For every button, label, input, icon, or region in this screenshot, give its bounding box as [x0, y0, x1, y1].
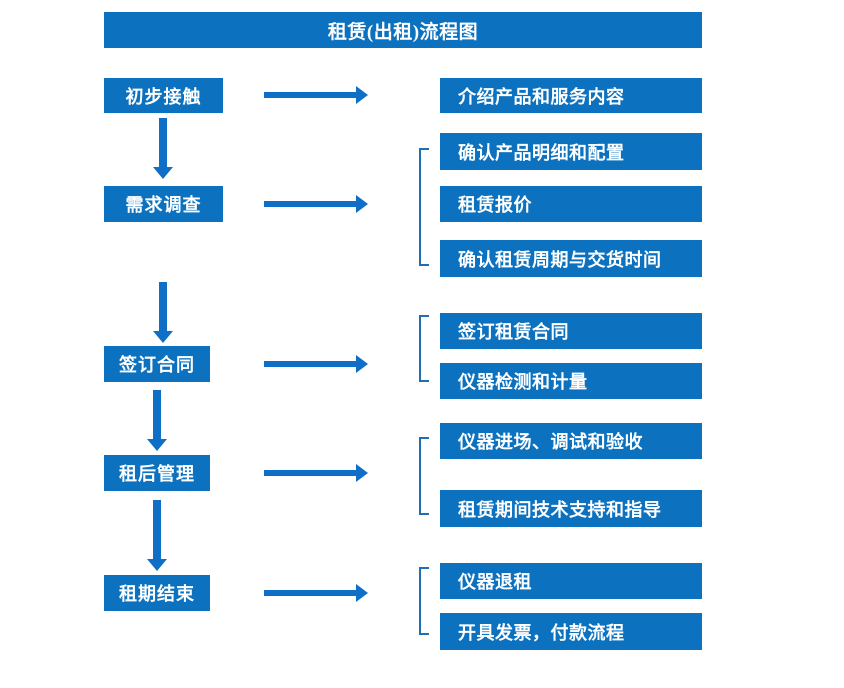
down-arrow-4: [147, 500, 167, 571]
right-arrow-5: [264, 584, 368, 602]
down-arrow-3: [147, 390, 167, 451]
detail-box-开具发票付款流程[interactable]: 开具发票，付款流程: [440, 613, 702, 650]
detail-box-租赁报价[interactable]: 租赁报价: [440, 186, 702, 222]
detail-box-仪器进场调试和验收[interactable]: 仪器进场、调试和验收: [440, 423, 702, 459]
stage-box-需求调查[interactable]: 需求调查: [104, 186, 223, 222]
down-arrow-2: [153, 282, 173, 343]
arrow-head-icon: [153, 167, 173, 179]
detail-box-介绍产品和服务内容[interactable]: 介绍产品和服务内容: [440, 78, 702, 113]
arrow-head-icon: [356, 86, 368, 104]
stage-box-签订合同[interactable]: 签订合同: [104, 346, 210, 382]
arrow-head-icon: [147, 439, 167, 451]
detail-box-确认租赁周期与交货时间[interactable]: 确认租赁周期与交货时间: [440, 240, 702, 277]
arrow-head-icon: [153, 331, 173, 343]
group-bracket-租后管理: [419, 437, 429, 515]
stage-box-租后管理[interactable]: 租后管理: [104, 455, 210, 491]
page-title: 租赁(出租)流程图: [104, 12, 702, 48]
right-arrow-1: [264, 86, 368, 104]
detail-box-仪器退租[interactable]: 仪器退租: [440, 563, 702, 599]
group-bracket-需求调查: [419, 148, 429, 266]
detail-box-签订租赁合同[interactable]: 签订租赁合同: [440, 313, 702, 349]
right-arrow-3: [264, 355, 368, 373]
stage-box-租期结束[interactable]: 租期结束: [104, 575, 210, 611]
detail-box-租赁期间技术支持和指导[interactable]: 租赁期间技术支持和指导: [440, 490, 702, 527]
down-arrow-1: [153, 118, 173, 179]
arrow-head-icon: [147, 559, 167, 571]
stage-box-初步接触[interactable]: 初步接触: [104, 78, 223, 113]
arrow-head-icon: [356, 584, 368, 602]
detail-box-确认产品明细和配置[interactable]: 确认产品明细和配置: [440, 133, 702, 170]
group-bracket-签订合同: [419, 315, 429, 382]
arrow-head-icon: [356, 464, 368, 482]
right-arrow-4: [264, 464, 368, 482]
arrow-head-icon: [356, 195, 368, 213]
detail-box-仪器检测和计量[interactable]: 仪器检测和计量: [440, 363, 702, 399]
arrow-head-icon: [356, 355, 368, 373]
right-arrow-2: [264, 195, 368, 213]
group-bracket-租期结束: [419, 567, 429, 635]
